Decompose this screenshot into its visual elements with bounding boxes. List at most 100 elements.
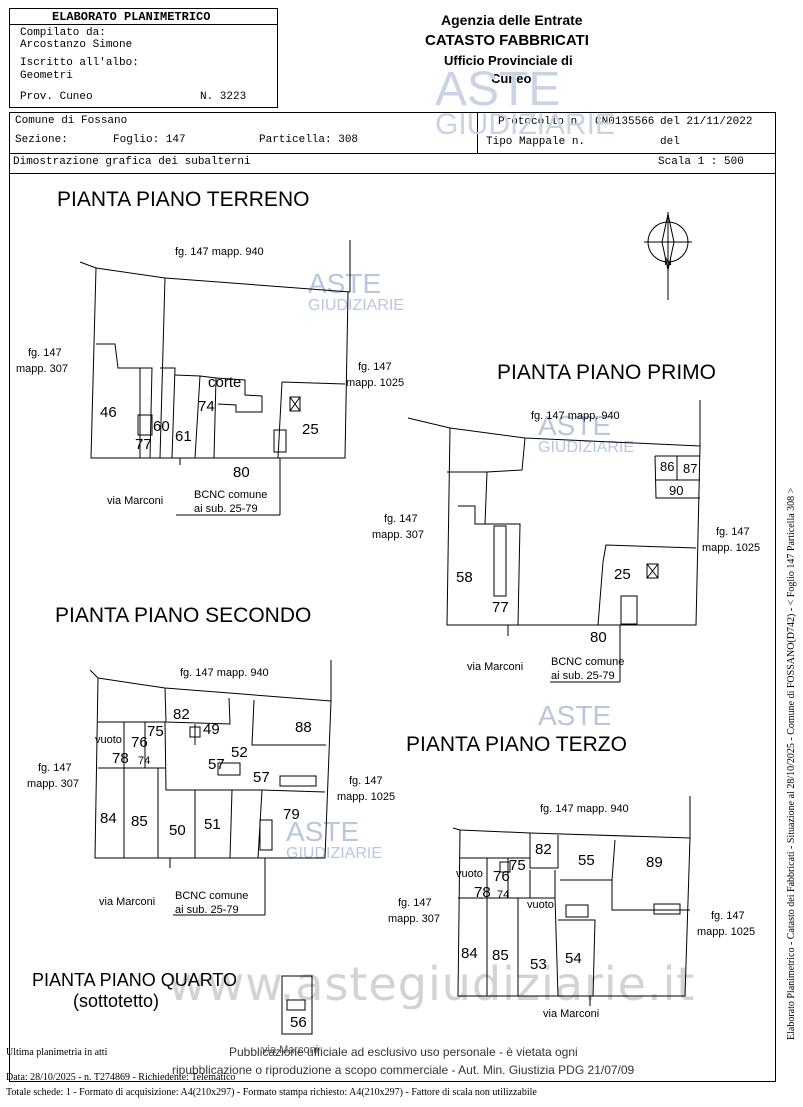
watermark-aste-1: ASTE: [308, 268, 382, 299]
particella-label: Particella: 308: [259, 134, 359, 146]
tipo-mappale-label: Tipo Mappale n.: [486, 136, 586, 148]
terzo-unit-vuoto-2: vuoto: [527, 899, 554, 911]
secondo-unit-51: 51: [204, 816, 221, 833]
watermark-aste-2: ASTE: [538, 410, 612, 441]
foglio-label: Foglio: 147: [113, 134, 186, 146]
agency-line3: Ufficio Provinciale di: [444, 53, 573, 68]
terzo-unit-76: 76: [493, 868, 510, 885]
agency-line2: CATASTO FABBRICATI: [425, 32, 589, 49]
terreno-unit-74: 74: [198, 398, 215, 415]
agency-line4: Cuneo: [491, 71, 532, 86]
terzo-right-neighbor-2: mapp. 1025: [697, 926, 756, 938]
terreno-unit-60: 60: [153, 418, 170, 435]
iscritto-value: Geometri: [20, 70, 73, 82]
terzo-unit-84: 84: [461, 945, 478, 962]
secondo-unit-57a: 57: [208, 756, 225, 773]
secondo-unit-74: 74: [138, 755, 151, 767]
secondo-left-neighbor-2: mapp. 307: [27, 778, 79, 790]
secondo-street: via Marconi: [99, 896, 156, 908]
header-info-divider: [9, 153, 776, 154]
sezione-label: Sezione:: [15, 134, 68, 146]
primo-right-neighbor-2: mapp. 1025: [702, 542, 761, 554]
terreno-unit-corte: corte: [208, 374, 242, 391]
primo-bcnc-2: ai sub. 25-79: [551, 670, 615, 682]
drawing-frame: [9, 174, 776, 1082]
prov-label: Prov. Cuneo: [20, 91, 93, 103]
primo-street: via Marconi: [467, 661, 524, 673]
plan-quarto-title-2: (sottotetto): [73, 991, 160, 1011]
terzo-left-neighbor-2: mapp. 307: [388, 913, 440, 925]
data-line: Data: 28/10/2025 - n. T274869 - Richiede…: [6, 1072, 236, 1083]
quarto-unit-56: 56: [290, 1014, 307, 1031]
scala-label: Scala 1 : 500: [658, 156, 744, 168]
terreno-right-neighbor-1: fg. 147: [358, 361, 392, 373]
terzo-unit-82: 82: [535, 841, 552, 858]
primo-unit-80: 80: [590, 629, 607, 646]
doc-title: ELABORATO PLANIMETRICO: [52, 10, 211, 24]
secondo-bcnc-2: ai sub. 25-79: [175, 904, 239, 916]
compilato-label: Compilato da:: [20, 27, 106, 39]
secondo-top-neighbor: fg. 147 mapp. 940: [180, 667, 269, 679]
watermark-aste-header: ASTE: [435, 63, 561, 116]
side-vertical-text: Elaborato Planimetrico - Catasto dei Fab…: [786, 487, 797, 1040]
n-label: N. 3223: [200, 91, 247, 103]
terreno-unit-80: 80: [233, 464, 250, 481]
terreno-top-neighbor: fg. 147 mapp. 940: [175, 246, 264, 258]
primo-unit-77: 77: [492, 599, 509, 616]
primo-unit-87: 87: [683, 461, 698, 476]
protocollo-label: Protocollo n.: [498, 116, 584, 128]
plan-quarto-title-1: PIANTA PIANO QUARTO: [32, 970, 238, 990]
terreno-unit-77: 77: [135, 436, 152, 453]
primo-left-neighbor-1: fg. 147: [384, 513, 418, 525]
header-title-divider: [9, 24, 278, 25]
terzo-unit-75: 75: [509, 857, 526, 874]
primo-unit-90: 90: [669, 483, 684, 498]
secondo-unit-57b: 57: [253, 769, 270, 786]
secondo-unit-85: 85: [131, 813, 148, 830]
secondo-right-neighbor-1: fg. 147: [349, 775, 383, 787]
agency-line1: Agenzia delle Entrate: [441, 12, 583, 28]
terreno-bcnc-1: BCNC comune: [194, 489, 268, 501]
watermark-giudiziarie-header: GIUDIZIARIE: [435, 108, 616, 141]
terzo-unit-78: 78: [474, 884, 491, 901]
secondo-unit-82: 82: [173, 706, 190, 723]
header-info-box: [9, 112, 776, 174]
primo-unit-25: 25: [614, 566, 631, 583]
terzo-unit-55: 55: [578, 852, 595, 869]
watermark-site: www.astegiudiziarie.it: [168, 957, 696, 1011]
secondo-unit-84: 84: [100, 810, 117, 827]
tipo-mappale-del: del: [660, 136, 680, 148]
watermark-giudiziarie-2: GIUDIZIARIE: [538, 439, 635, 456]
terreno-right-neighbor-2: mapp. 1025: [346, 377, 405, 389]
primo-unit-58: 58: [456, 569, 473, 586]
secondo-unit-79: 79: [283, 806, 300, 823]
terzo-street: via Marconi: [543, 1008, 600, 1020]
totale-line: Totale schede: 1 - Formato di acquisizio…: [6, 1087, 537, 1098]
secondo-unit-52: 52: [231, 744, 248, 761]
comune-label: Comune di Fossano: [15, 115, 128, 127]
secondo-bcnc-1: BCNC comune: [175, 890, 249, 902]
pubblicazione-line-1: Pubblicazione ufficiale ad esclusivo uso…: [229, 1045, 578, 1059]
secondo-unit-88: 88: [295, 719, 312, 736]
terzo-left-neighbor-1: fg. 147: [398, 897, 432, 909]
terzo-unit-89: 89: [646, 854, 663, 871]
terzo-unit-74: 74: [497, 889, 510, 901]
pubblicazione-line-2: ripubblicazione o riproduzione a scopo c…: [172, 1063, 635, 1077]
plan-terzo-title: PIANTA PIANO TERZO: [406, 733, 627, 756]
primo-right-neighbor-1: fg. 147: [716, 526, 750, 538]
watermark-aste-3: ASTE: [538, 700, 612, 731]
watermark-giudiziarie-1: GIUDIZIARIE: [308, 297, 405, 314]
primo-left-neighbor-2: mapp. 307: [372, 529, 424, 541]
secondo-right-neighbor-2: mapp. 1025: [337, 791, 396, 803]
plan-terreno-title: PIANTA PIANO TERRENO: [57, 188, 310, 211]
terzo-unit-vuoto-1: vuoto: [456, 868, 483, 880]
primo-unit-86: 86: [660, 459, 675, 474]
secondo-unit-50: 50: [169, 822, 186, 839]
secondo-unit-76: 76: [131, 734, 148, 751]
iscritto-label: Iscritto all'albo:: [20, 57, 139, 69]
quarto-street: via Marconi: [262, 1044, 319, 1056]
secondo-left-neighbor-1: fg. 147: [38, 762, 72, 774]
